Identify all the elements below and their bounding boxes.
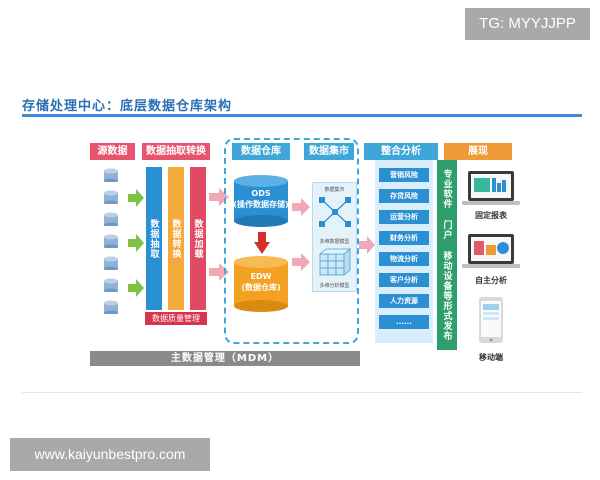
- header-show: 展现: [444, 143, 512, 160]
- mart-mid-label: 多维数据模型: [319, 239, 350, 245]
- source-arrows: [128, 189, 144, 297]
- ods-cylinder-icon: [234, 175, 288, 227]
- red-down-arrow-icon: [254, 232, 270, 254]
- portal-bar: 专业软件 门户 移动设备等形式发布: [437, 160, 457, 350]
- laptop-report-icon: [462, 171, 520, 205]
- database-icon: [104, 212, 118, 226]
- edw-cylinder-icon: [234, 256, 288, 312]
- analysis-item: 运营分析: [379, 210, 429, 224]
- ods-desc: (操作数据存储): [233, 200, 289, 209]
- network-cube-icon: [319, 197, 351, 227]
- analysis-item: 客户分析: [379, 273, 429, 287]
- laptop-analysis-icon: [462, 234, 520, 268]
- analysis-item: 存贷风险: [379, 189, 429, 203]
- ods-label: ODS: [251, 189, 271, 198]
- wh-arrow-1: [292, 198, 310, 216]
- database-icon: [104, 256, 118, 270]
- database-icon: [104, 300, 118, 314]
- show-fixed-report-label: 固定报表: [475, 211, 507, 220]
- database-icon: [104, 168, 118, 182]
- show-self-analysis-label: 自主分析: [475, 276, 507, 285]
- wh-arrow-2: [292, 253, 310, 271]
- title-underline: [22, 114, 582, 117]
- database-icon: [104, 278, 118, 292]
- page-title: 存储处理中心：底层数据仓库架构: [22, 99, 233, 114]
- show-mobile-label: 移动端: [479, 353, 503, 362]
- etl-load-bar: 数据加载: [190, 167, 206, 310]
- header-etl: 数据抽取转换: [142, 143, 210, 160]
- etl-extract-bar: 数据抽取: [146, 167, 162, 310]
- header-analysis: 整合分析: [364, 143, 438, 160]
- analysis-item: 人力资源: [379, 294, 429, 308]
- edw-desc: (数据仓库): [241, 283, 281, 292]
- header-source: 源数据: [90, 143, 135, 160]
- mdm-bar: 主数据管理（MDM）: [90, 351, 360, 366]
- warehouse-dashed-frame: [224, 138, 359, 344]
- green-arrow-3: [128, 279, 144, 297]
- database-icon: [104, 190, 118, 204]
- mart-top-label: 数据集市: [324, 187, 345, 193]
- mobile-phone-icon: [479, 297, 503, 343]
- analysis-item: ......: [379, 315, 429, 329]
- grid-cube-icon: [318, 248, 352, 276]
- header-mart: 数据集市: [304, 143, 354, 160]
- mart-arrow-icon: [359, 236, 375, 254]
- bottom-divider: [22, 392, 582, 393]
- warehouse-arrows: [292, 198, 310, 271]
- data-quality-box: 数据质量管理: [145, 312, 207, 325]
- etl-transform-bar: 数据转换: [168, 167, 184, 310]
- analysis-item: 财务分析: [379, 231, 429, 245]
- watermark-site: www.kaiyunbestpro.com: [10, 438, 210, 471]
- analysis-item: 物流分析: [379, 252, 429, 266]
- analysis-item: 营销风险: [379, 168, 429, 182]
- green-arrow-1: [128, 189, 144, 207]
- green-arrow-2: [128, 234, 144, 252]
- header-warehouse: 数据仓库: [232, 143, 290, 160]
- database-icon: [104, 234, 118, 248]
- watermark-tg: TG: MYYJJPP: [465, 8, 590, 40]
- mart-bottom-label: 多维分析模型: [319, 283, 350, 289]
- edw-label: EDW: [250, 272, 272, 281]
